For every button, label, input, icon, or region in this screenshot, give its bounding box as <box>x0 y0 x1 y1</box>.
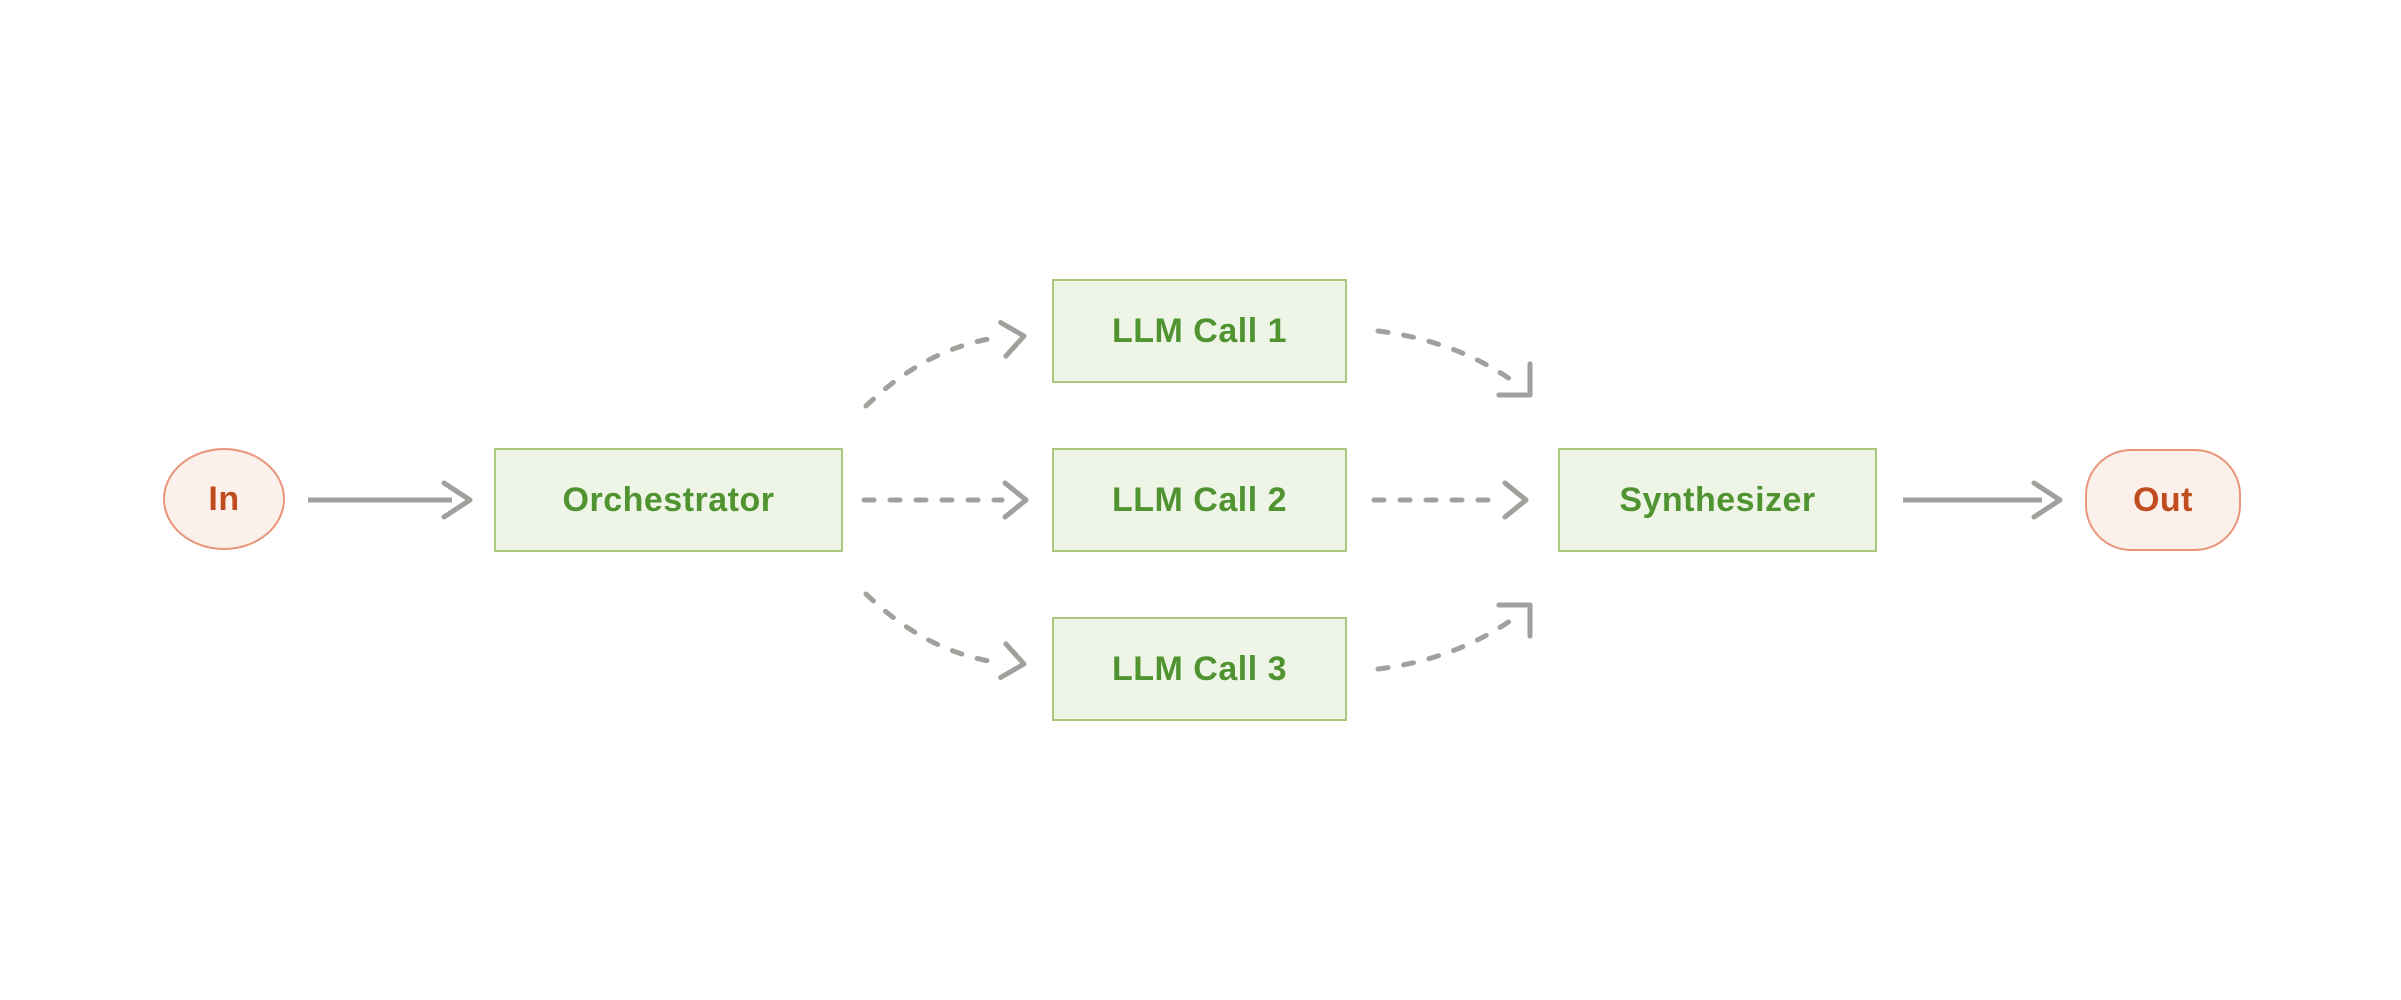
edge-llm-call-2-synthesizer <box>1371 480 1529 520</box>
node-llm-call-2-label: LLM Call 2 <box>1111 480 1288 519</box>
edge-orchestrator-llm-call-2 <box>861 480 1029 520</box>
node-out-label: Out <box>2132 480 2194 519</box>
node-llm-call-3-label: LLM Call 3 <box>1111 649 1288 688</box>
node-synthesizer: Synthesizer <box>1558 448 1877 552</box>
node-llm-call-2: LLM Call 2 <box>1052 448 1347 552</box>
node-llm-call-3: LLM Call 3 <box>1052 617 1347 721</box>
edge-orchestrator-llm-call-3 <box>863 591 1027 681</box>
node-in-label: In <box>208 479 240 518</box>
node-orchestrator: Orchestrator <box>494 448 843 552</box>
edge-synthesizer-out <box>1903 480 2063 520</box>
node-orchestrator-label: Orchestrator <box>562 480 775 519</box>
edge-llm-call-3-synthesizer <box>1375 602 1533 672</box>
edge-orchestrator-llm-call-1 <box>863 319 1027 409</box>
node-llm-call-1: LLM Call 1 <box>1052 279 1347 383</box>
node-in: In <box>163 448 285 550</box>
node-out: Out <box>2085 449 2241 551</box>
edge-in-orchestrator <box>308 480 473 520</box>
node-synthesizer-label: Synthesizer <box>1619 480 1816 519</box>
edge-llm-call-1-synthesizer <box>1375 328 1533 398</box>
node-llm-call-1-label: LLM Call 1 <box>1111 311 1288 350</box>
